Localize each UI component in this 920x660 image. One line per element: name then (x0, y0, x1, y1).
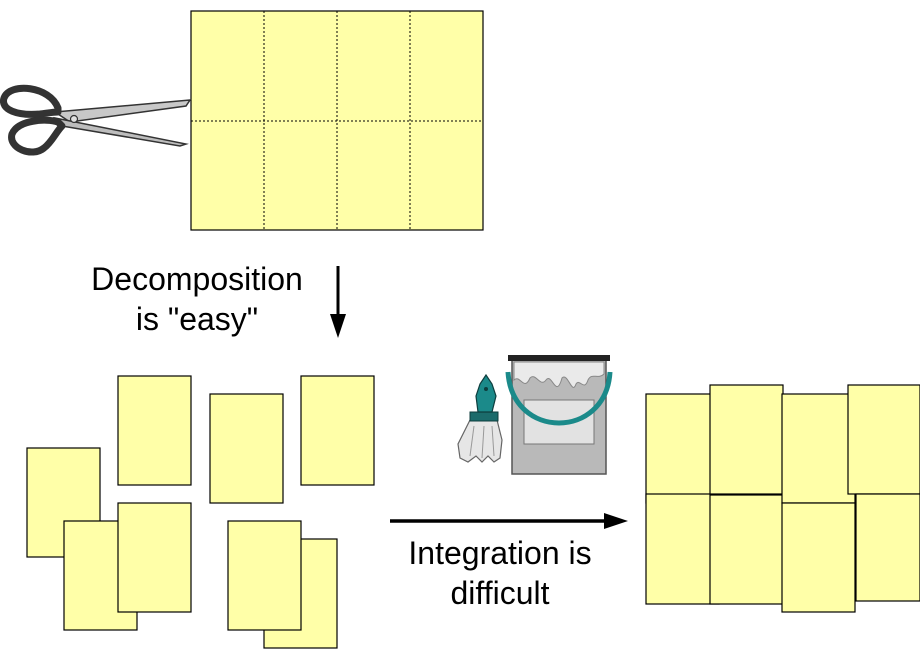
piece (645, 493, 720, 605)
piece (300, 375, 375, 486)
piece (855, 493, 920, 602)
integration-arrow (390, 513, 628, 529)
piece (781, 393, 856, 504)
piece (227, 520, 302, 631)
piece (847, 384, 920, 495)
piece (709, 494, 784, 605)
piece (645, 393, 720, 504)
scissors-icon (0, 84, 192, 156)
integrated-pieces (645, 384, 920, 613)
decomposition-label-line2: is "easy" (135, 301, 259, 337)
paint-bucket-icon (505, 355, 613, 475)
piece (117, 502, 192, 613)
piece (709, 384, 784, 495)
piece (117, 375, 192, 486)
integration-label-line2: difficult (450, 575, 550, 611)
piece (209, 393, 284, 504)
integration-label: Integration is difficult (380, 533, 620, 613)
decomposition-label-line1: Decomposition (91, 261, 303, 297)
whole-sheet (190, 10, 484, 231)
decomposition-arrow (330, 266, 346, 338)
paintbrush-icon (457, 373, 503, 463)
integration-label-line1: Integration is (408, 535, 592, 571)
decomposition-label: Decomposition is "easy" (60, 259, 334, 339)
scattered-pieces (26, 375, 375, 649)
piece (781, 502, 856, 613)
